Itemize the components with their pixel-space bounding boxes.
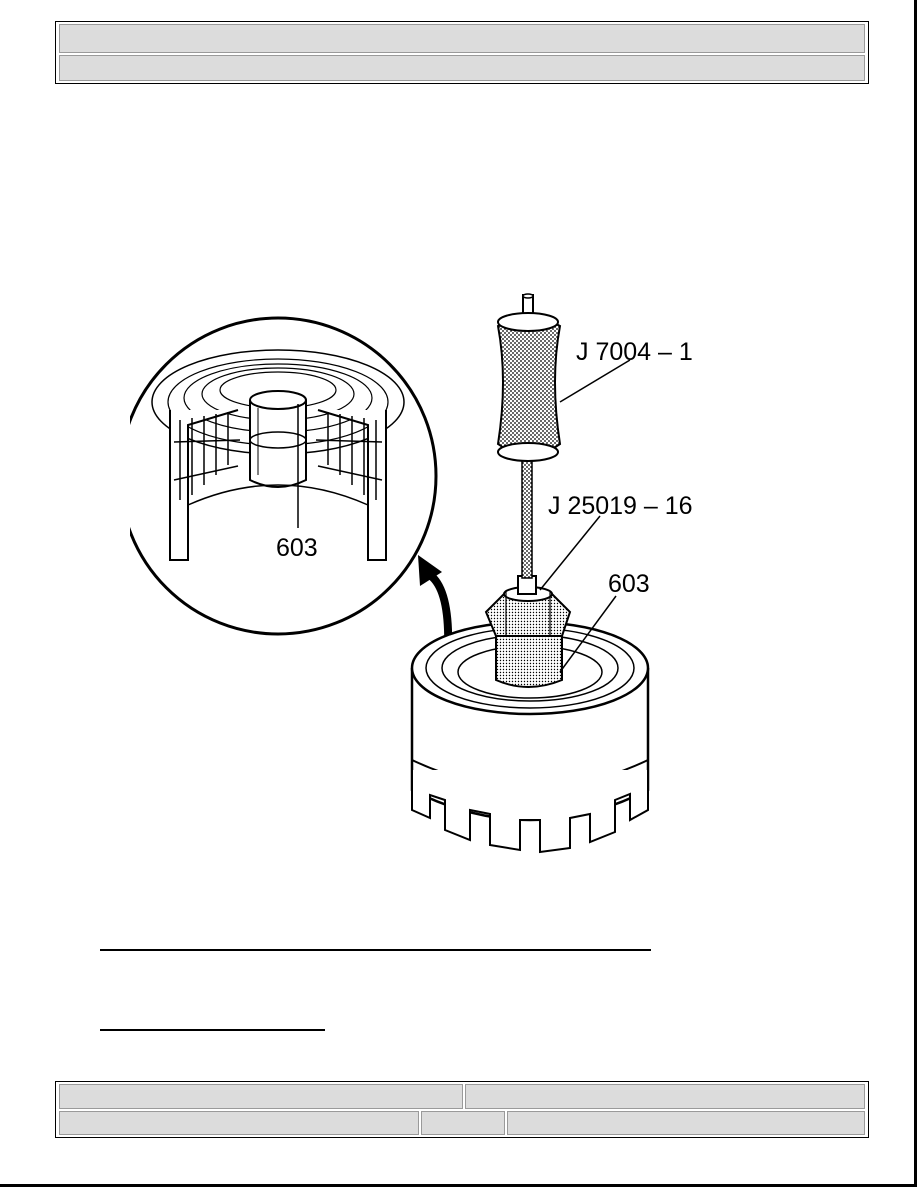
slide-hammer-handle (496, 293, 562, 462)
divider-line-short (100, 1029, 325, 1031)
footer-cell-right-top (465, 1084, 865, 1109)
footer-cell-left-bottom (59, 1111, 419, 1135)
header-subtitle-bar (59, 55, 865, 81)
page-header (55, 21, 869, 84)
bushing-leader-line (559, 595, 617, 673)
remover-tool-label: J 25019 – 16 (548, 492, 693, 520)
header-title-bar (59, 24, 865, 53)
page-footer (55, 1081, 869, 1138)
inset-detail-view: 603 (130, 316, 438, 636)
zoom-arrow-head (418, 555, 442, 586)
divider-line (100, 949, 651, 951)
remover-leader-line (539, 515, 601, 591)
footer-cell-left-top (59, 1084, 463, 1109)
inset-bushing-label: 603 (276, 534, 318, 562)
handle-leader-line (559, 359, 631, 403)
bushing-removal-illustration: 603 (130, 290, 730, 870)
remover-tool-hex (484, 575, 572, 688)
illustration-svg: 603 (130, 293, 693, 854)
footer-cell-middle-bottom (421, 1111, 505, 1135)
slide-hammer-shaft (521, 449, 533, 579)
footer-cell-right-bottom (507, 1111, 865, 1135)
handle-tool-label: J 7004 – 1 (576, 338, 693, 366)
bushing-label: 603 (608, 570, 650, 598)
